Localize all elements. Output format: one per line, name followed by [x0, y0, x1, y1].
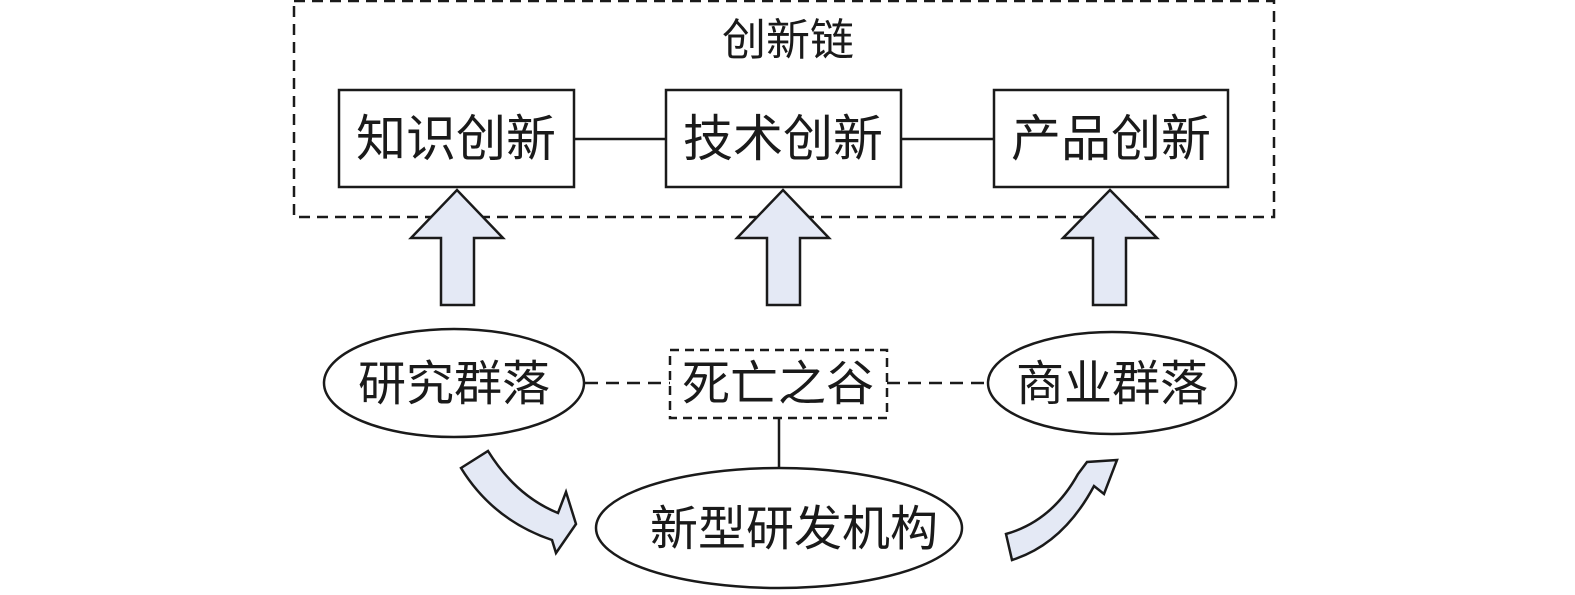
curved-arrow-research-to-institution [459, 449, 578, 556]
research-cluster-ellipse [322, 327, 586, 439]
valley-of-death-label: 死亡之谷 [682, 356, 874, 412]
valley-of-death-box [668, 348, 889, 420]
technology-innovation-box [664, 88, 903, 189]
up-arrow-knowledge [408, 188, 506, 307]
technology-innovation-label: 技术创新 [683, 110, 883, 168]
knowledge-innovation-box [337, 88, 576, 189]
new-rd-institution-ellipse [594, 466, 964, 590]
curved-arrow-institution-to-business [1004, 458, 1119, 562]
product-innovation-label: 产品创新 [1011, 110, 1211, 168]
innovation-chain-container [292, 0, 1276, 219]
up-arrow-technology [734, 188, 832, 307]
up-arrow-product [1060, 188, 1160, 307]
knowledge-innovation-label: 知识创新 [356, 110, 556, 168]
new-rd-institution-label: 新型研发机构 [650, 501, 938, 557]
business-cluster-label: 商业群落 [1016, 356, 1208, 412]
business-cluster-ellipse [986, 330, 1238, 436]
research-cluster-label: 研究群落 [358, 356, 550, 412]
product-innovation-box [992, 88, 1230, 189]
innovation-chain-title: 创新链 [722, 15, 854, 66]
